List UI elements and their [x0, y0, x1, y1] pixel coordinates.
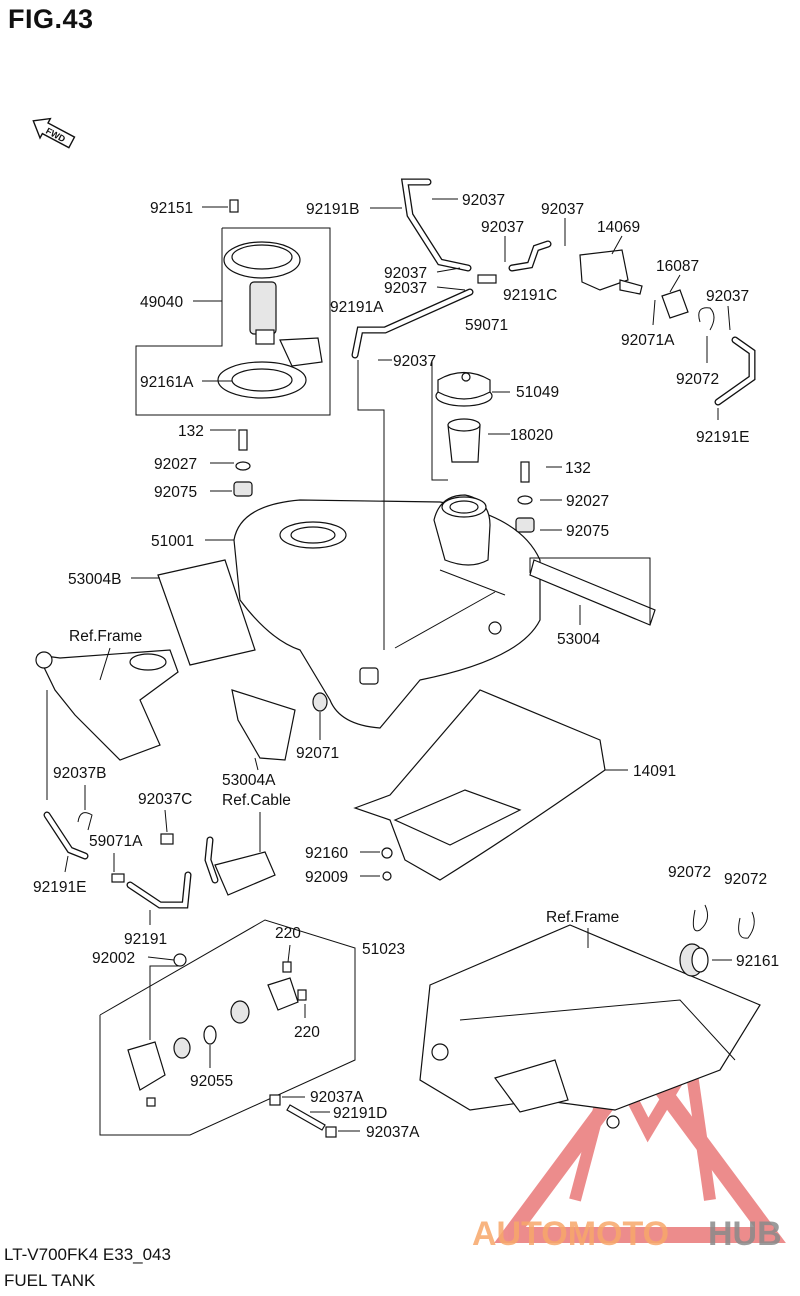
label-92071: 92071 — [296, 745, 339, 762]
label-92037-right: 92037 — [541, 201, 584, 218]
label-92072-r2: 92072 — [724, 871, 767, 888]
label-59071a: 59071A — [89, 833, 143, 850]
label-53004: 53004 — [557, 631, 600, 648]
footer-model-code: LT-V700FK4 E33_043 — [4, 1245, 171, 1264]
label-92027-left: 92027 — [154, 456, 197, 473]
label-92191: 92191 — [124, 931, 167, 948]
cushion-left — [233, 429, 253, 497]
footer-section-title: FUEL TANK — [4, 1271, 96, 1290]
label-92191d: 92191D — [333, 1105, 387, 1122]
label-132-left: 132 — [178, 423, 204, 440]
label-92037-top: 92037 — [462, 192, 505, 209]
label-92002: 92002 — [92, 950, 135, 967]
watermark-brand-hub: HUB — [708, 1215, 782, 1253]
joint-59071a — [111, 873, 125, 883]
label-92075-right: 92075 — [566, 523, 609, 540]
clamp-92072-pair — [692, 904, 755, 939]
canister-14069 — [579, 249, 629, 291]
label-leader-lines — [64, 198, 732, 1132]
label-92075-left: 92075 — [154, 484, 197, 501]
vent-hose-92191b — [400, 178, 472, 272]
label-92191e-left: 92191E — [33, 879, 86, 896]
clip-92037c — [160, 833, 174, 845]
hose-92191 — [126, 871, 192, 909]
label-53004b: 53004B — [68, 571, 121, 588]
hose-92191d — [286, 1104, 326, 1131]
label-ref-frame-left: Ref.Frame — [69, 628, 142, 645]
clip-92037b — [77, 812, 93, 831]
label-51049: 51049 — [516, 384, 559, 401]
label-220-bottom: 220 — [294, 1024, 320, 1041]
skid-plate-14091 — [353, 689, 606, 881]
label-51023: 51023 — [362, 941, 405, 958]
label-92037-l1: 92037 — [384, 265, 427, 282]
label-92037b: 92037B — [53, 765, 106, 782]
label-92055: 92055 — [190, 1073, 233, 1090]
hose-92191e-left — [43, 811, 89, 860]
fuel-pump-assembly — [135, 199, 331, 416]
fuel-tank — [233, 494, 541, 729]
frame-section-left — [35, 649, 179, 761]
cushion-right — [515, 461, 535, 533]
washer-92160 — [381, 847, 393, 859]
fuel-cap — [435, 371, 493, 407]
label-92027-right: 92027 — [566, 493, 609, 510]
clamp-92037a-top — [269, 1094, 281, 1106]
vent-hose-92191c — [508, 240, 552, 272]
label-132-right: 132 — [565, 460, 591, 477]
label-92161a: 92161A — [140, 374, 194, 391]
label-49040: 49040 — [140, 294, 183, 311]
filter-16087 — [661, 289, 689, 319]
figure-title: FIG.43 — [8, 4, 94, 34]
label-14069: 14069 — [597, 219, 640, 236]
label-92191a: 92191A — [330, 299, 384, 316]
fuel-filter-screen — [447, 418, 481, 463]
label-51001: 51001 — [151, 533, 194, 550]
part-labels: 92151 49040 92161A 132 92027 92075 51001… — [33, 192, 779, 1141]
forward-arrow-icon: FWD — [32, 117, 76, 149]
label-92072-top: 92072 — [676, 371, 719, 388]
label-92037-mid: 92037 — [481, 219, 524, 236]
heat-shield-pad-53004b — [157, 559, 256, 666]
fitting-59071 — [477, 274, 497, 284]
clamp-92037a-bottom — [325, 1126, 337, 1138]
heat-shield-pad-53004 — [529, 559, 656, 626]
watermark-text: AUTOMOTO HUB — [472, 1215, 782, 1253]
grommet-92071 — [312, 692, 328, 712]
label-92037c: 92037C — [138, 791, 192, 808]
frame-section-right — [419, 924, 761, 1129]
label-92191e-top: 92191E — [696, 429, 749, 446]
label-ref-cable: Ref.Cable — [222, 792, 291, 809]
label-92037-hose: 92037 — [393, 353, 436, 370]
heat-shield-pad-53004a — [231, 689, 296, 761]
label-14091: 14091 — [633, 763, 676, 780]
vent-hose-92191e-top — [714, 336, 756, 406]
label-16087: 16087 — [656, 258, 699, 275]
label-53004a: 53004A — [222, 772, 276, 789]
label-ref-frame-right: Ref.Frame — [546, 909, 619, 926]
label-92037-far: 92037 — [706, 288, 749, 305]
bolt-92009 — [382, 871, 392, 881]
label-92151: 92151 — [150, 200, 193, 217]
label-92071a: 92071A — [621, 332, 675, 349]
label-92191b: 92191B — [306, 201, 359, 218]
cable-harness — [204, 836, 276, 896]
label-92009: 92009 — [305, 869, 348, 886]
grommet-92161 — [679, 943, 709, 977]
label-92037-l2: 92037 — [384, 280, 427, 297]
label-59071: 59071 — [465, 317, 508, 334]
vent-hose-92191a — [351, 288, 474, 359]
label-92037a-1: 92037A — [310, 1089, 364, 1106]
label-92191c: 92191C — [503, 287, 557, 304]
label-220-top: 220 — [275, 925, 301, 942]
label-92072-r1: 92072 — [668, 864, 711, 881]
label-92037a-2: 92037A — [366, 1124, 420, 1141]
clip-92072 — [698, 307, 715, 331]
label-92160: 92160 — [305, 845, 348, 862]
fuel-valve-51023 — [127, 953, 307, 1107]
label-18020: 18020 — [510, 427, 553, 444]
watermark-brand-auto: AUTOMOTO — [472, 1215, 669, 1253]
label-92161: 92161 — [736, 953, 779, 970]
